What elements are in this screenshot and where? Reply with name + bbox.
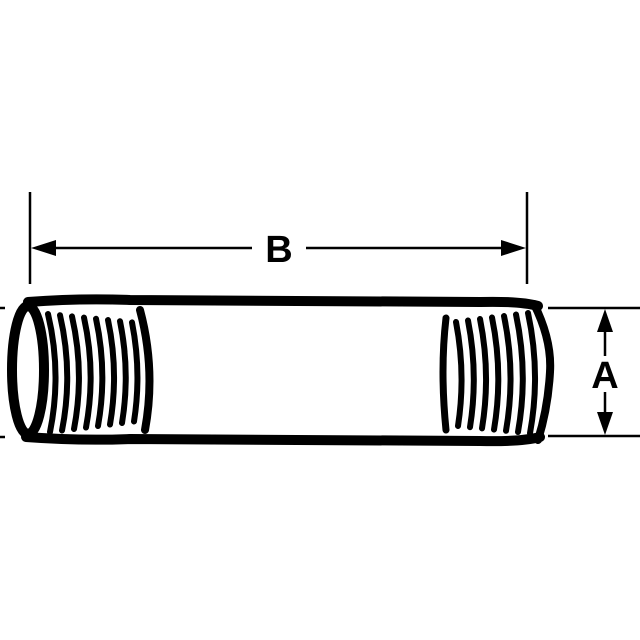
length-arrowhead-left xyxy=(31,240,56,256)
pipe-body-top-edge xyxy=(23,294,543,311)
right-thread-crest xyxy=(453,319,465,429)
right-thread-crest xyxy=(465,317,477,431)
right-thread-crest xyxy=(501,313,514,434)
right-thread-crest xyxy=(477,316,490,432)
right-thread-crest xyxy=(525,310,538,437)
diameter-arrowhead-top xyxy=(597,309,613,332)
pipe-right-end xyxy=(530,300,555,444)
right-thread-crest xyxy=(489,314,502,433)
right-threads xyxy=(453,310,538,437)
diameter-label: A xyxy=(591,355,618,397)
left-thread-boundary xyxy=(136,306,154,434)
pipe-body-bottom-edge xyxy=(21,432,545,447)
left-thread-crest xyxy=(69,313,82,432)
diameter-arrowhead-bottom xyxy=(597,412,613,435)
left-thread-crest xyxy=(81,314,94,431)
left-threads xyxy=(45,311,141,435)
right-thread-crest xyxy=(513,311,526,435)
length-arrowhead-right xyxy=(501,240,526,256)
right-thread-boundary xyxy=(439,314,450,434)
left-thread-crest xyxy=(57,312,71,434)
length-label: B xyxy=(265,229,292,271)
left-thread-crest xyxy=(45,311,59,435)
left-thread-crest xyxy=(129,319,141,425)
left-thread-crest xyxy=(105,317,118,428)
pipe-left-opening xyxy=(7,301,49,439)
left-thread-crest xyxy=(117,318,129,426)
left-thread-crest xyxy=(93,315,106,429)
